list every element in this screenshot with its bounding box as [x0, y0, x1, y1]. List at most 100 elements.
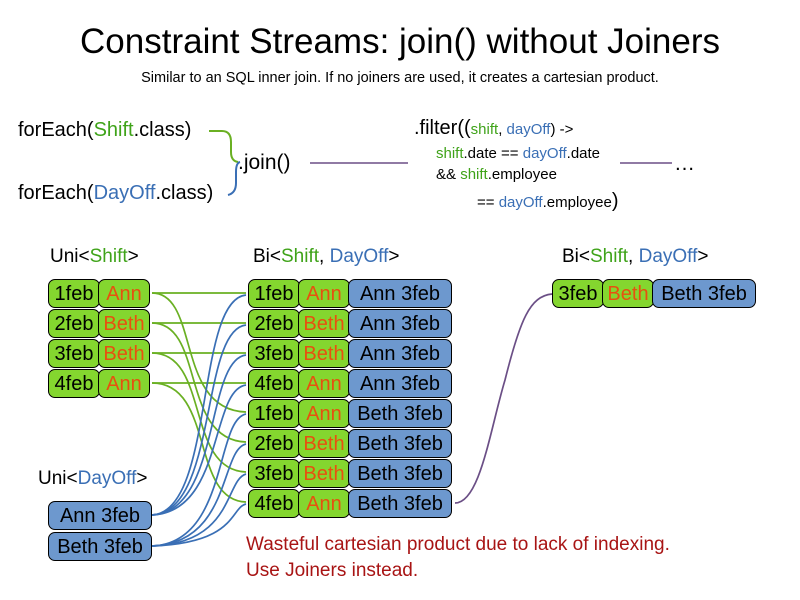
warning-line-2: Use Joiners instead. [246, 559, 419, 581]
code-foreach-shift: forEach(Shift.class) [18, 119, 191, 142]
cartesian-date-cell-text: 4feb [254, 492, 294, 515]
cartesian-date-cell-text: 3feb [254, 342, 294, 365]
bi-right-prefix: Bi< [562, 246, 590, 267]
cartesian-dayoff-cell: Ann 3feb [348, 279, 452, 308]
cartesian-date-cell-text: 4feb [254, 372, 294, 395]
shift-name-cell: Ann [98, 279, 150, 308]
uni-shift-type: Shift [89, 246, 128, 267]
warning-text: Wasteful cartesian product due to lack o… [246, 532, 670, 583]
filter-param-shift: shift [470, 121, 499, 138]
result-date-cell-text: 3feb [558, 282, 598, 305]
cartesian-date-cell: 4feb [248, 369, 300, 398]
cartesian-dayoff-cell-text: Ann 3feb [359, 342, 441, 365]
cartesian-name-cell-text: Beth [303, 342, 345, 365]
cartesian-dayoff-cell-text: Beth 3feb [357, 462, 443, 485]
warning-line-1: Wasteful cartesian product due to lack o… [246, 534, 670, 555]
shift-date-cell-text: 4feb [54, 372, 94, 395]
filter-lambda-arrow: ) -> [550, 121, 574, 138]
cartesian-dayoff-cell: Ann 3feb [348, 339, 452, 368]
cartesian-row[interactable]: 4feb Ann Ann 3feb [248, 369, 452, 398]
bi-mid-comma: , [319, 246, 330, 267]
uni-dayoff-suffix: > [136, 468, 148, 489]
cartesian-date-cell-text: 1feb [254, 282, 294, 305]
bi-mid-type-b: DayOff [329, 246, 389, 267]
cartesian-name-cell-text: Ann [306, 402, 342, 425]
cartesian-dayoff-cell-text: Ann 3feb [359, 312, 441, 335]
cartesian-dayoff-cell: Beth 3feb [348, 399, 452, 428]
cartesian-dayoff-cell: Beth 3feb [348, 429, 452, 458]
result-date-cell: 3feb [552, 279, 604, 308]
filter-open: .filter(( [414, 117, 471, 139]
result-name-cell: Beth [602, 279, 654, 308]
dayoff-row[interactable]: Beth 3feb [48, 532, 152, 561]
ellipsis-label: … [674, 152, 695, 175]
cartesian-name-cell: Beth [298, 459, 350, 488]
cartesian-date-cell: 1feb [248, 399, 300, 428]
shift-row[interactable]: 2feb Beth [48, 309, 150, 338]
bi-right-comma: , [628, 246, 639, 267]
shift-name-cell-text: Beth [103, 342, 145, 365]
shift-name-cell-text: Beth [103, 312, 145, 335]
foreach-dayoff-suffix: .class) [155, 182, 214, 204]
shift-name-cell: Beth [98, 309, 150, 338]
cartesian-date-cell-text: 1feb [254, 402, 294, 425]
foreach-dayoff-type: DayOff [93, 182, 156, 204]
cartesian-date-cell: 1feb [248, 279, 300, 308]
result-dayoff-cell: Beth 3feb [652, 279, 756, 308]
cartesian-name-cell-text: Ann [306, 282, 342, 305]
page-title: Constraint Streams: join() without Joine… [80, 22, 720, 61]
shift-date-cell-text: 1feb [54, 282, 94, 305]
column-head-uni-shift: Uni<Shift> [50, 246, 139, 268]
cartesian-date-cell: 2feb [248, 429, 300, 458]
shift-date-cell: 3feb [48, 339, 100, 368]
cartesian-name-cell: Ann [298, 279, 350, 308]
join-label: .join() [238, 151, 291, 174]
cartesian-dayoff-cell: Beth 3feb [348, 489, 452, 518]
cartesian-date-cell: 3feb [248, 459, 300, 488]
cartesian-dayoff-cell: Ann 3feb [348, 369, 452, 398]
dayoff-row[interactable]: Ann 3feb [48, 501, 152, 530]
dayoff-cell-text: Ann 3feb [59, 504, 141, 527]
dayoff-cell: Beth 3feb [48, 532, 152, 561]
cartesian-name-cell-text: Beth [303, 432, 345, 455]
uni-dayoff-prefix: Uni< [38, 468, 78, 489]
shift-date-cell: 4feb [48, 369, 100, 398]
filter-param-dayoff: dayOff [506, 121, 551, 138]
filter-l3-shift: shift [460, 166, 488, 183]
cartesian-date-cell: 3feb [248, 339, 300, 368]
uni-shift-prefix: Uni< [50, 246, 90, 267]
bi-mid-prefix: Bi< [253, 246, 281, 267]
filter-l2-mid: .date == [463, 145, 523, 162]
filter-l2-dayoff: dayOff [522, 145, 567, 162]
code-filter-line3: && shift.employee [436, 166, 557, 183]
cartesian-name-cell: Ann [298, 489, 350, 518]
cartesian-row[interactable]: 1feb Ann Ann 3feb [248, 279, 452, 308]
cartesian-dayoff-cell-text: Ann 3feb [359, 372, 441, 395]
code-filter-line4: == dayOff.employee) [477, 190, 619, 213]
shift-date-cell-text: 2feb [54, 312, 94, 335]
shift-name-cell: Ann [98, 369, 150, 398]
result-name-cell-text: Beth [607, 282, 649, 305]
filter-l3-end: .employee [487, 166, 557, 183]
cartesian-dayoff-cell-text: Beth 3feb [357, 402, 443, 425]
cartesian-row[interactable]: 1feb Ann Beth 3feb [248, 399, 452, 428]
cartesian-name-cell-text: Beth [303, 462, 345, 485]
code-filter-line2: shift.date == dayOff.date [436, 145, 600, 162]
cartesian-row[interactable]: 3feb Beth Ann 3feb [248, 339, 452, 368]
bi-mid-type-a: Shift [281, 246, 320, 267]
shift-date-cell: 2feb [48, 309, 100, 338]
cartesian-dayoff-cell-text: Ann 3feb [359, 282, 441, 305]
column-head-bi-right: Bi<Shift, DayOff> [562, 246, 708, 268]
bi-right-type-a: Shift [590, 246, 629, 267]
cartesian-name-cell-text: Ann [306, 372, 342, 395]
foreach-shift-prefix: forEach( [18, 119, 94, 141]
